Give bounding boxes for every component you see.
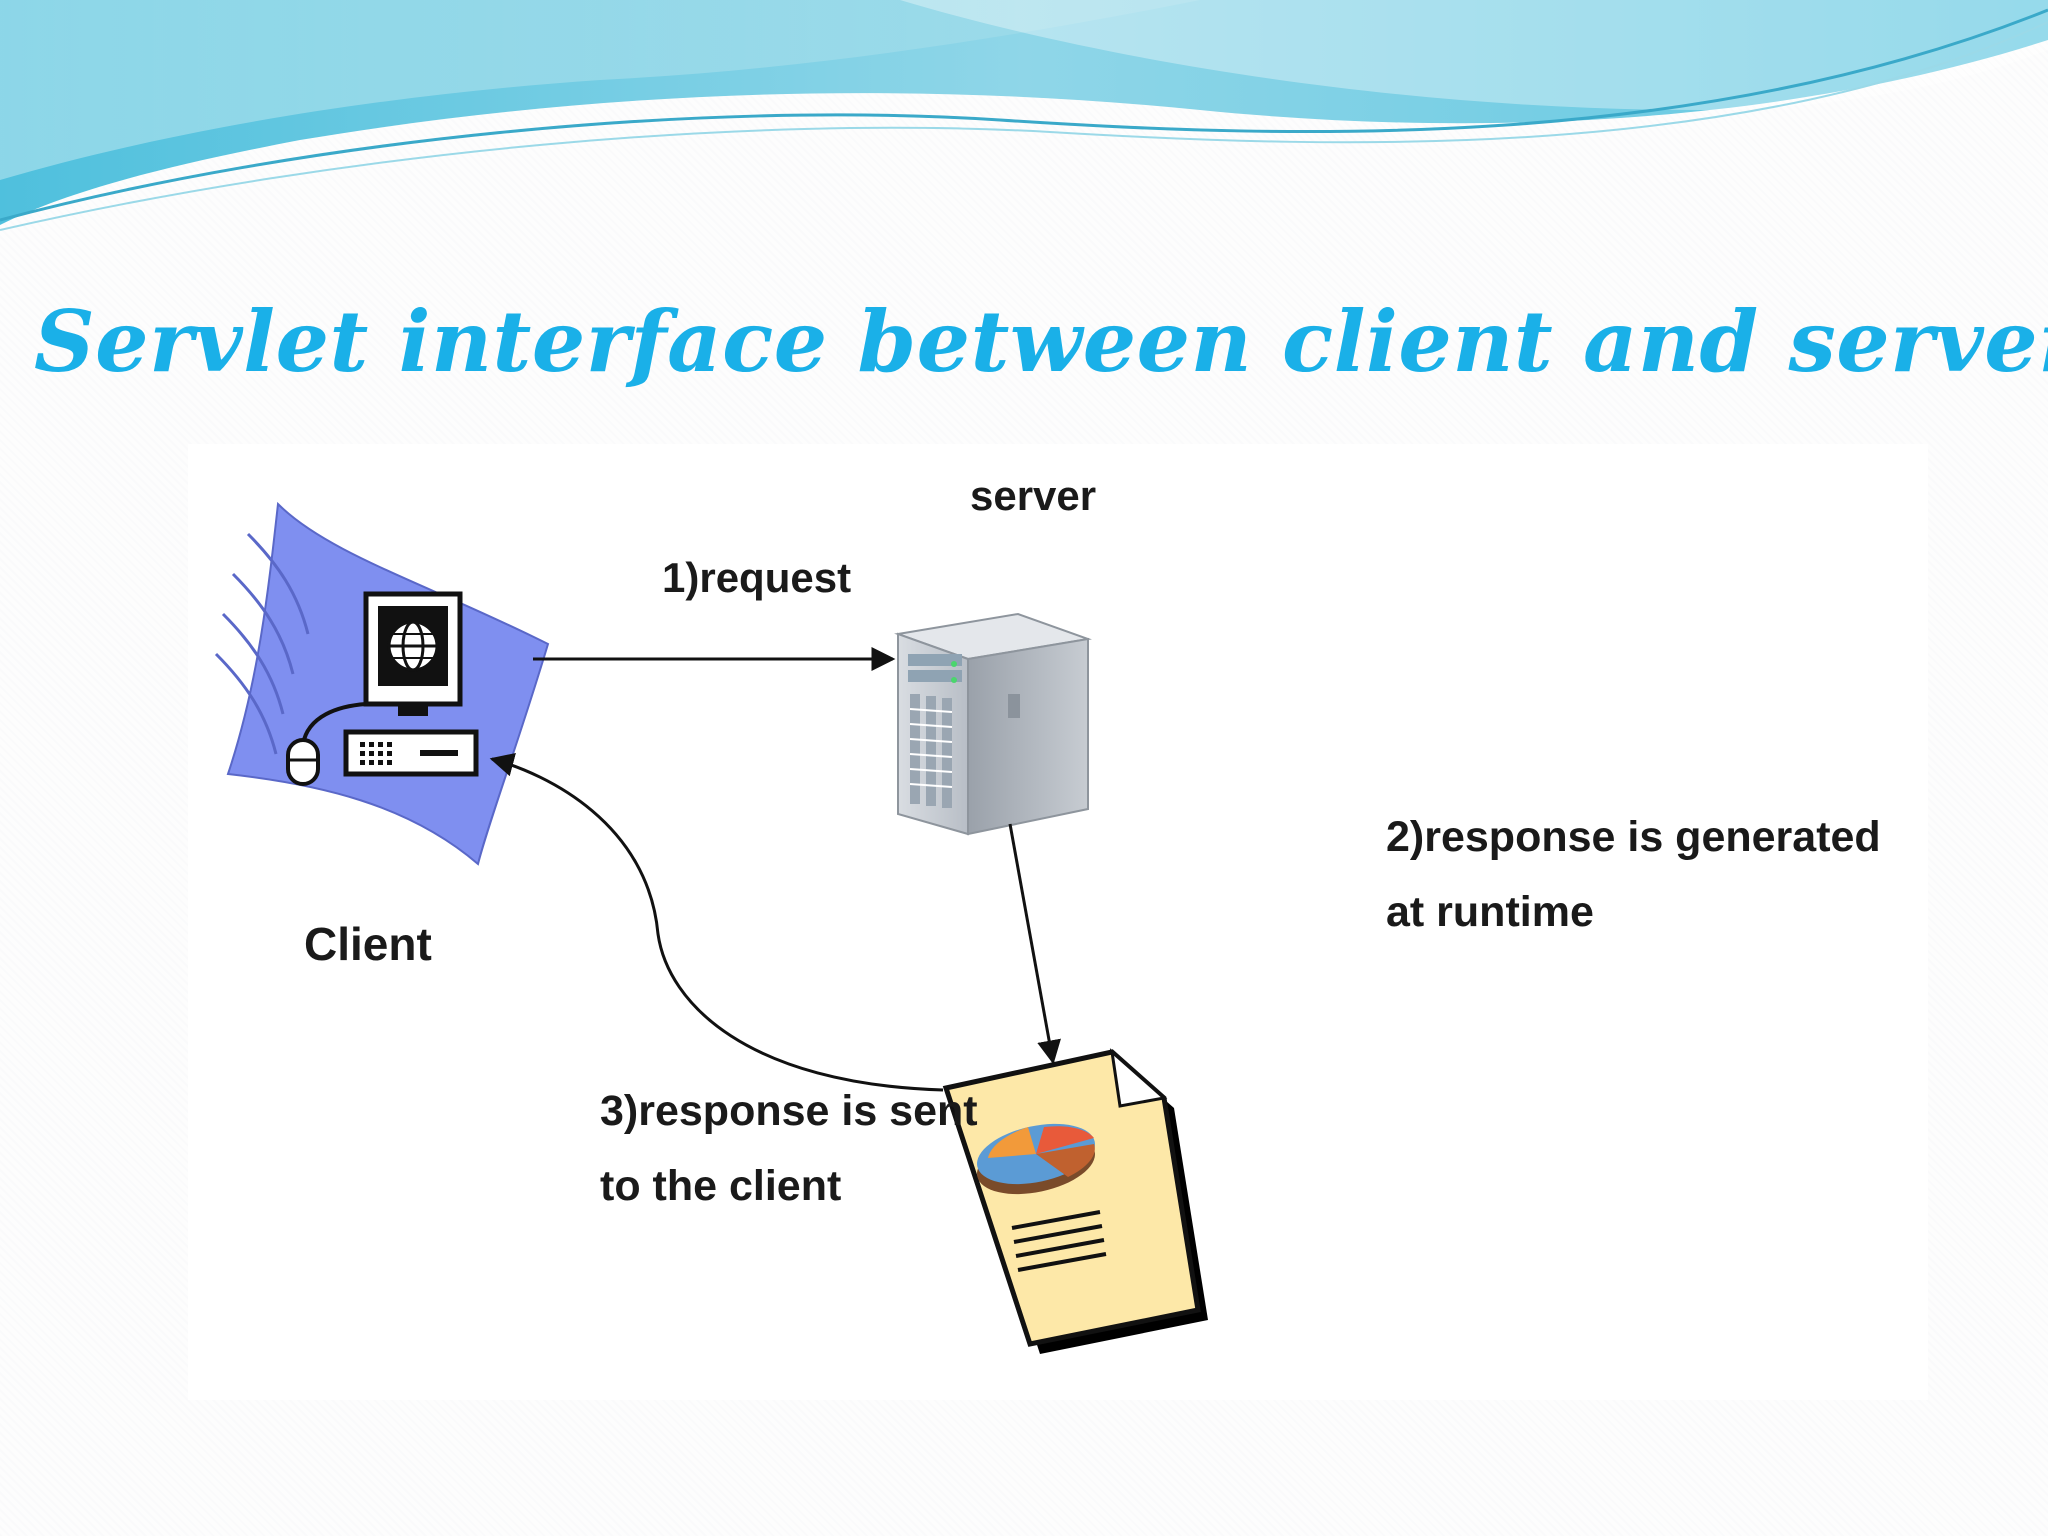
report-document-icon bbox=[942, 1048, 1208, 1354]
client-server-diagram: server 1)request 2)response is generated… bbox=[188, 444, 1928, 1400]
server-label: server bbox=[970, 472, 1097, 519]
diagram-graphics bbox=[214, 501, 1208, 1354]
slide-title: Servlet interface between client and ser… bbox=[34, 292, 2048, 391]
client-label: Client bbox=[304, 918, 432, 970]
generated-label-line2: at runtime bbox=[1386, 888, 1594, 937]
header-wave-decoration bbox=[0, 0, 2048, 231]
sent-label: 3)response is sent to the client bbox=[600, 1074, 978, 1225]
generated-label: 2)response is generated at runtime bbox=[1386, 800, 1881, 951]
client-computer-icon bbox=[214, 501, 550, 866]
request-label: 1)request bbox=[662, 554, 852, 601]
generate-response-arrow bbox=[1008, 823, 1061, 1065]
sent-label-line1: 3)response is sent bbox=[600, 1087, 978, 1135]
sent-label-line2: to the client bbox=[600, 1162, 842, 1211]
server-tower-icon bbox=[894, 612, 1092, 836]
generated-label-line1: 2)response is generated bbox=[1386, 813, 1881, 861]
send-response-arrow bbox=[489, 753, 944, 1092]
